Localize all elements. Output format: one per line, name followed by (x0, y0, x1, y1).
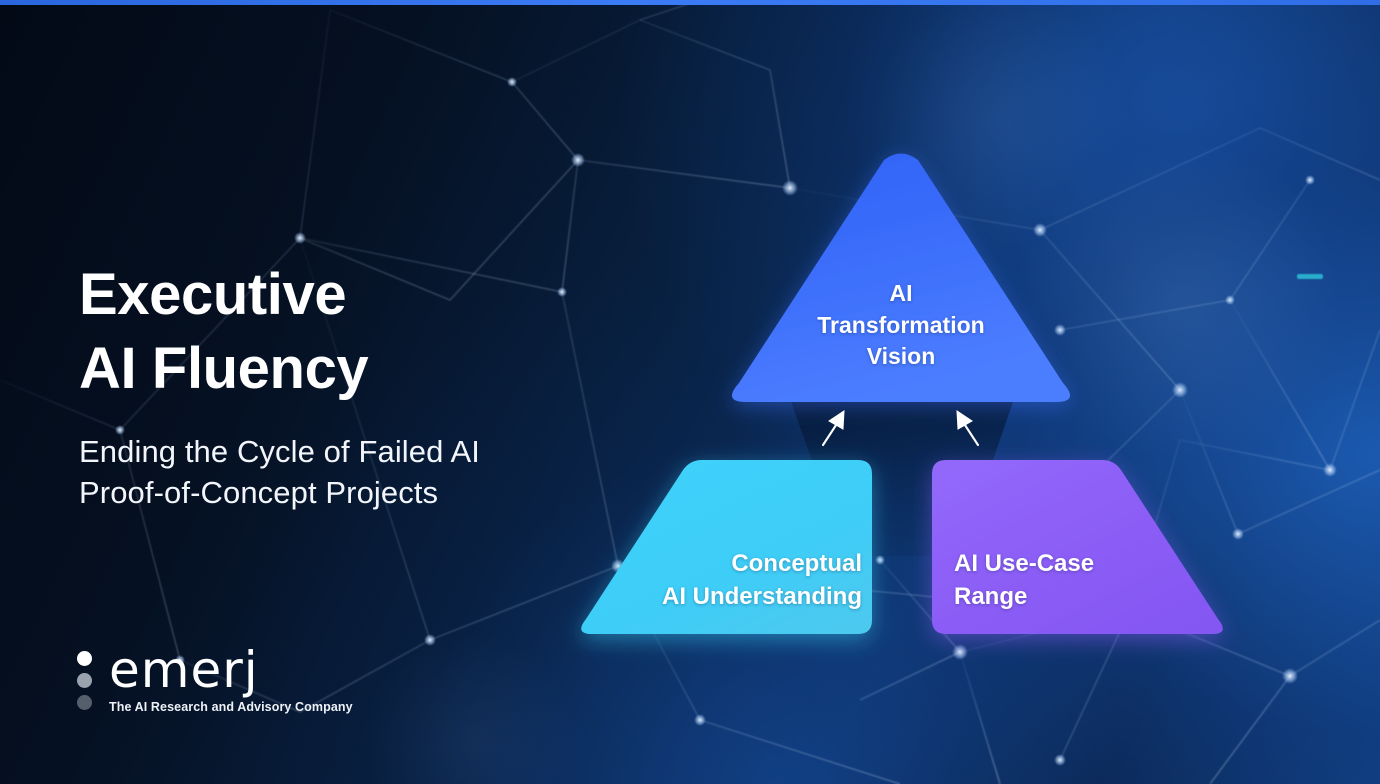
page-title: Executive AI Fluency (79, 262, 369, 402)
cyan-dash-artifact (1297, 274, 1323, 279)
logo-text-group: emerj The AI Research and Advisory Compa… (109, 645, 353, 714)
logo-dot-2 (77, 673, 92, 688)
headline-block: Executive AI Fluency Ending the Cycle of… (79, 258, 480, 514)
logo-dot-1 (77, 651, 92, 666)
pyramid-inner-shadow (790, 399, 1014, 556)
logo-wordmark: emerj (109, 641, 259, 699)
pyramid-base-right-label: AI Use-Case Range (954, 550, 1095, 611)
page-subtitle: Ending the Cycle of Failed AI Proof-of-C… (79, 434, 480, 511)
pyramid-base-left-label: Conceptual AI Understanding (661, 550, 862, 611)
arrow-right-to-apex (956, 410, 980, 447)
logo-dots-icon (77, 645, 92, 710)
arrow-left-to-apex (821, 410, 845, 447)
pyramid-apex-label: AI Transformation Vision (817, 280, 985, 370)
emerj-logo: emerj The AI Research and Advisory Compa… (77, 645, 353, 714)
logo-tagline: The AI Research and Advisory Company (109, 700, 353, 714)
top-accent-bar (0, 0, 1380, 5)
logo-dot-3 (77, 695, 92, 710)
